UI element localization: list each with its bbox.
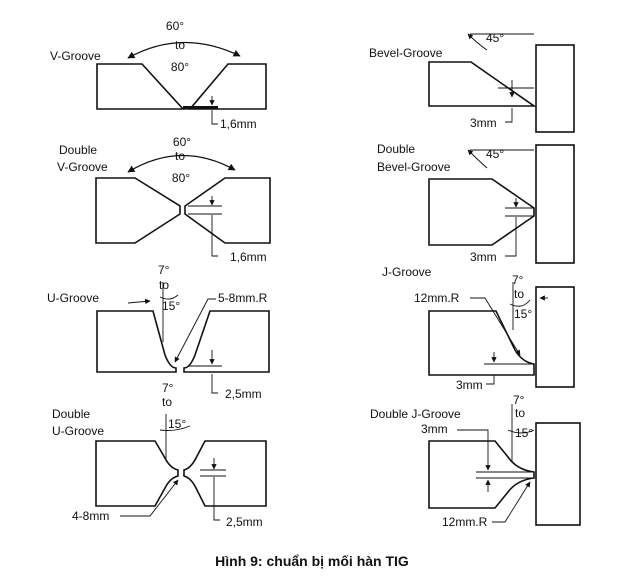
double-v-angle-arc [127, 154, 236, 173]
double-j-angle-top: 7° [513, 393, 525, 407]
u-groove-angle-bottom: 15° [162, 299, 180, 313]
double-j-angle-mid: to [515, 406, 525, 420]
double-j-radius-label: 12mm.R [442, 515, 488, 529]
double-j-groove-diagram: 7° to 15° Double J-Groove 3mm 12mm.R [370, 393, 581, 529]
u-groove-label: U-Groove [47, 291, 99, 305]
double-bevel-label-line1: Double [377, 142, 415, 156]
double-u-right-plate [183, 440, 267, 507]
j-groove-root-label: 3mm [456, 378, 483, 392]
double-v-left-plate [95, 177, 181, 244]
double-bevel-label-line2: Bevel-Groove [377, 160, 451, 174]
u-groove-gap-to: to [162, 395, 172, 409]
double-bevel-angle: 45° [486, 147, 504, 161]
double-v-angle-line2: to [175, 149, 185, 163]
double-j-left-plate [428, 440, 535, 509]
double-u-radius-label: 4-8mm [72, 509, 109, 523]
double-j-root-label: 3mm [421, 422, 448, 436]
double-bevel-left-plate [428, 178, 535, 246]
double-v-label-line1: Double [59, 143, 97, 157]
v-groove-angle-line3: 80° [171, 60, 189, 74]
v-groove-label: V-Groove [50, 49, 101, 63]
double-v-gap-label: 1,6mm [230, 250, 267, 264]
double-u-left-plate [95, 440, 179, 507]
j-groove-angle-bottom: 15° [514, 307, 532, 321]
v-groove-angle-line2: to [175, 38, 185, 52]
double-j-right-plate [535, 422, 581, 526]
double-bevel-root-label: 3mm [470, 250, 497, 264]
double-v-groove-diagram: 60° to 80° Double V-Groove 1,6mm [57, 135, 271, 264]
u-groove-right-plate [183, 310, 270, 373]
j-groove-left-plate [428, 310, 535, 376]
u-groove-angle-top: 7° [158, 263, 170, 277]
v-groove-gap-label: 1,6mm [220, 117, 257, 131]
double-bevel-groove-diagram: 45° Double Bevel-Groove 3mm [377, 142, 575, 264]
j-groove-label: J-Groove [382, 265, 432, 279]
double-j-label: Double J-Groove [370, 407, 461, 421]
u-groove-gap-label: 2,5mm [225, 387, 262, 401]
j-groove-angle-mid: to [514, 287, 524, 301]
double-u-label-line2: U-Groove [52, 424, 104, 438]
bevel-groove-root-label: 3mm [470, 116, 497, 130]
figure-caption: Hình 9: chuẩn bị mối hàn TIG [215, 553, 409, 569]
u-groove-left-plate [96, 310, 177, 373]
u-groove-radius-label: 5-8mm.R [218, 291, 268, 305]
v-groove-angle-line1: 60° [166, 19, 184, 33]
u-groove-gap-angle: 7° [162, 381, 174, 395]
j-groove-right-plate [535, 286, 575, 388]
double-u-groove-diagram: 15° Double U-Groove 2,5mm 4-8mm [52, 407, 267, 529]
bevel-groove-right-plate [535, 44, 575, 133]
double-u-label-line1: Double [52, 407, 90, 421]
double-v-right-plate [184, 177, 271, 244]
v-groove-right-plate [188, 63, 267, 110]
double-j-angle-bottom: 15° [515, 426, 533, 440]
double-u-angle-label: 15° [168, 417, 186, 431]
v-groove-root-gap-mark [183, 106, 218, 109]
bevel-groove-angle: 45° [486, 31, 504, 45]
double-v-angle-line1: 60° [173, 135, 191, 149]
bevel-groove-left-plate [428, 61, 537, 107]
double-v-angle-line3: 80° [172, 171, 190, 185]
v-groove-angle-arc [127, 41, 241, 59]
v-groove-diagram: 60° to 80° V-Groove 1,6mm [50, 19, 267, 131]
j-groove-radius-label: 12mm.R [414, 291, 460, 305]
bevel-groove-label: Bevel-Groove [369, 46, 443, 60]
u-groove-angle-mid: to [159, 278, 169, 292]
double-bevel-right-plate [535, 144, 575, 264]
j-groove-diagram: 7° to 15° J-Groove 12mm.R 3mm [382, 265, 575, 392]
double-v-label-line2: V-Groove [57, 160, 108, 174]
j-groove-angle-top: 7° [512, 273, 524, 287]
double-u-gap-label: 2,5mm [226, 515, 263, 529]
bevel-groove-diagram: 45° Bevel-Groove 3mm [369, 31, 575, 133]
u-groove-diagram: 7° to 15° U-Groove 5-8mm.R 2,5mm 7° to [47, 263, 270, 409]
